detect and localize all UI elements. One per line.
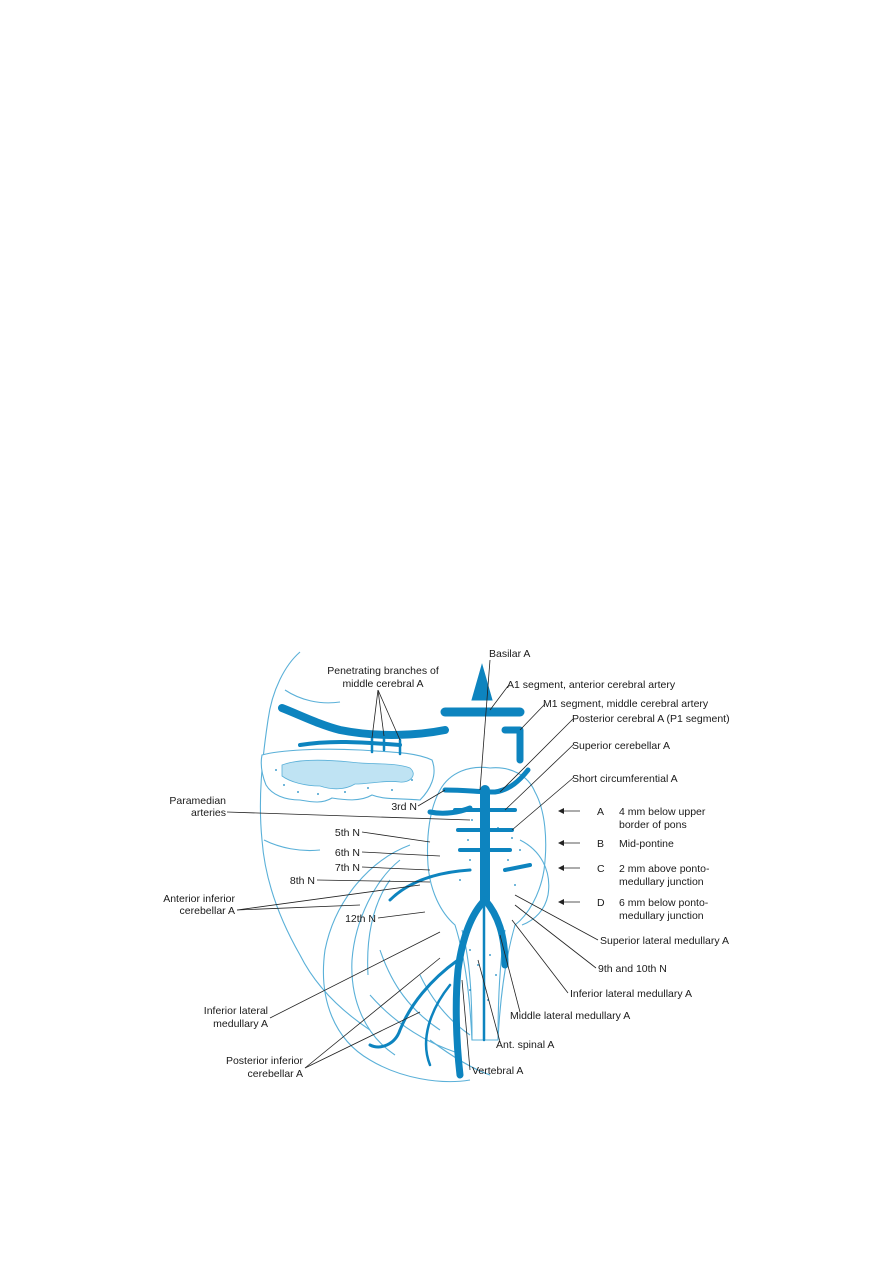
level-c-line2: medullary junction <box>619 876 704 888</box>
label-inf-lat-medullary-left-line1: Inferior lateral <box>204 1005 268 1017</box>
label-aica-line2: cerebellar A <box>180 905 235 917</box>
label-fifth-nerve: 5th N <box>335 827 360 839</box>
level-b-letter: B <box>597 838 604 850</box>
temporal-lobe-section <box>260 748 435 803</box>
label-short-circumferential: Short circumferential A <box>572 773 678 785</box>
label-m1-segment: M1 segment, middle cerebral artery <box>543 698 709 710</box>
level-d-letter: D <box>597 897 605 909</box>
leader-lines <box>226 659 599 1071</box>
level-d-line1: 6 mm below ponto- <box>619 897 709 909</box>
label-basilar: Basilar A <box>489 648 530 660</box>
label-paramedian-line2: arteries <box>191 807 226 819</box>
label-mid-lat-medullary: Middle lateral medullary A <box>510 1010 630 1022</box>
label-aica-line1: Anterior inferior <box>163 893 235 905</box>
label-sup-lat-medullary: Superior lateral medullary A <box>600 935 729 947</box>
labels: Basilar A A1 segment, anterior cerebral … <box>163 648 729 1080</box>
label-seventh-nerve: 7th N <box>335 862 360 874</box>
label-pica-line1: Posterior inferior <box>226 1055 304 1067</box>
label-superior-cerebellar: Superior cerebellar A <box>572 740 670 752</box>
level-a-line2: border of pons <box>619 819 687 831</box>
label-penetrating-line2: middle cerebral A <box>342 678 423 690</box>
label-eighth-nerve: 8th N <box>290 875 315 887</box>
level-a-line1: 4 mm below upper <box>619 806 706 818</box>
level-d-line2: medullary junction <box>619 910 704 922</box>
label-vertebral: Vertebral A <box>472 1065 523 1077</box>
cerebral-hemisphere-outline <box>259 651 371 1031</box>
label-inf-lat-medullary-left-line2: medullary A <box>213 1018 268 1030</box>
level-c-line1: 2 mm above ponto- <box>619 863 710 875</box>
label-third-nerve: 3rd N <box>391 801 417 813</box>
arterial-tree <box>278 663 532 1079</box>
label-paramedian-line1: Paramedian <box>169 795 226 807</box>
label-pica-line2: cerebellar A <box>248 1068 303 1080</box>
cerebellum-outline <box>322 839 550 1083</box>
level-b-line1: Mid-pontine <box>619 838 674 850</box>
level-c-letter: C <box>597 863 605 875</box>
label-inf-lat-medullary-right: Inferior lateral medullary A <box>570 988 692 1000</box>
label-ninth-tenth-nerve: 9th and 10th N <box>598 963 667 975</box>
label-ant-spinal: Ant. spinal A <box>496 1039 554 1051</box>
level-a-letter: A <box>597 806 604 818</box>
label-penetrating-line1: Penetrating branches of <box>327 665 439 677</box>
label-twelfth-nerve: 12th N <box>345 913 376 925</box>
section-levels: A 4 mm below upper border of pons B Mid-… <box>597 806 710 922</box>
label-sixth-nerve: 6th N <box>335 847 360 859</box>
label-a1-segment: A1 segment, anterior cerebral artery <box>507 679 676 691</box>
label-posterior-cerebral: Posterior cerebral A (P1 segment) <box>572 713 730 725</box>
